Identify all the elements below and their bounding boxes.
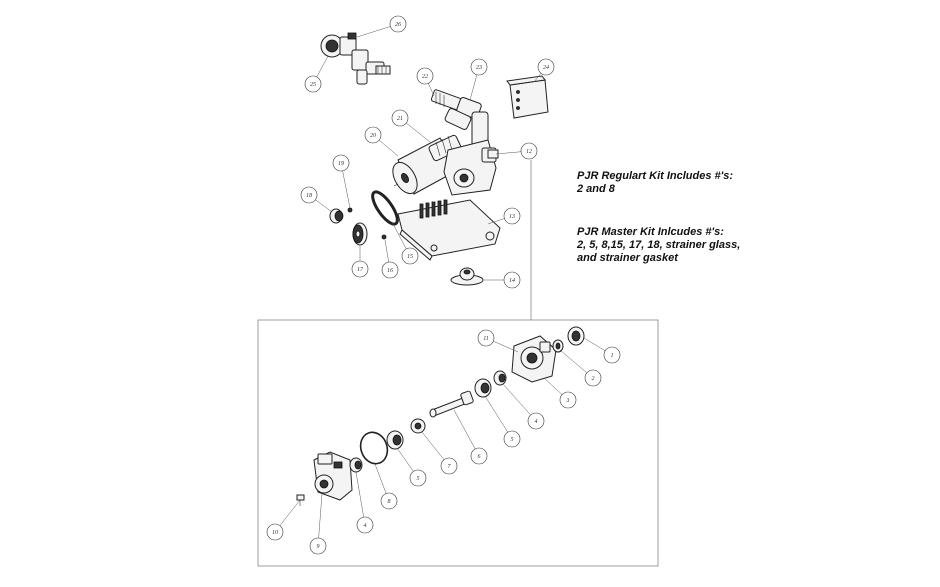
bearing-upper bbox=[474, 378, 492, 398]
callout-10: 10 bbox=[266, 523, 284, 541]
callout-5-upper: 5 bbox=[503, 430, 521, 448]
svg-text:26: 26 bbox=[395, 22, 401, 28]
master-kit-note: PJR Master Kit Inlcudes #'s: 2, 5, 8,15,… bbox=[577, 226, 740, 265]
bushing-lower bbox=[349, 457, 363, 473]
callout-15: 15 bbox=[401, 247, 419, 265]
svg-text:15: 15 bbox=[407, 254, 413, 260]
svg-text:17: 17 bbox=[357, 267, 364, 273]
callout-26: 26 bbox=[389, 15, 407, 33]
svg-text:10: 10 bbox=[272, 530, 278, 536]
pulley bbox=[352, 222, 368, 246]
callout-14: 14 bbox=[503, 271, 521, 289]
callout-24: 24 bbox=[537, 58, 555, 76]
svg-text:6: 6 bbox=[478, 454, 481, 460]
callout-25: 25 bbox=[304, 75, 322, 93]
callout-17: 17 bbox=[351, 260, 369, 278]
small-part-16 bbox=[381, 234, 387, 240]
callout-22: 22 bbox=[416, 67, 434, 85]
drive-shaft bbox=[429, 390, 474, 418]
callout-20: 20 bbox=[364, 126, 382, 144]
svg-text:22: 22 bbox=[422, 74, 428, 80]
svg-text:2: 2 bbox=[592, 376, 595, 382]
callout-7: 7 bbox=[440, 457, 458, 475]
svg-text:19: 19 bbox=[338, 161, 344, 167]
seal-ring bbox=[567, 326, 585, 346]
fitting-assembly bbox=[430, 89, 489, 147]
svg-text:9: 9 bbox=[317, 544, 320, 550]
detail-frame bbox=[257, 319, 659, 567]
callout-2: 2 bbox=[584, 369, 602, 387]
mounting-bracket bbox=[397, 199, 501, 261]
svg-text:1: 1 bbox=[611, 353, 614, 359]
callout-21: 21 bbox=[391, 109, 409, 127]
small-pulley bbox=[329, 208, 344, 224]
callout-3: 3 bbox=[559, 391, 577, 409]
callout-6: 6 bbox=[470, 447, 488, 465]
svg-text:5: 5 bbox=[417, 476, 420, 482]
valve-assembly bbox=[320, 32, 391, 85]
svg-text:16: 16 bbox=[387, 268, 393, 274]
o-ring bbox=[359, 431, 389, 465]
bushing-upper bbox=[493, 370, 507, 386]
svg-text:11: 11 bbox=[483, 336, 489, 342]
bracket-teeth bbox=[419, 199, 448, 219]
svg-text:4: 4 bbox=[364, 522, 367, 529]
svg-text:24: 24 bbox=[543, 64, 549, 71]
regular-kit-line: 2 and 8 bbox=[577, 183, 615, 195]
callout-11: 11 bbox=[477, 329, 495, 347]
drive-belt bbox=[371, 190, 399, 226]
svg-text:12: 12 bbox=[526, 149, 532, 155]
regular-kit-title: PJR Regulart Kit Includes #'s: bbox=[577, 170, 734, 182]
callout-13: 13 bbox=[503, 207, 521, 225]
svg-text:3: 3 bbox=[566, 398, 570, 404]
svg-text:20: 20 bbox=[370, 133, 376, 139]
svg-text:8: 8 bbox=[388, 499, 391, 505]
svg-text:25: 25 bbox=[310, 82, 316, 88]
callout-18: 18 bbox=[300, 186, 318, 204]
small-fitting bbox=[296, 494, 305, 506]
small-bearing bbox=[552, 339, 564, 353]
callout-bubbles: 26 25 22 23 24 21 20 12 13 19 18 15 16 1… bbox=[266, 15, 621, 555]
bearing-lower bbox=[386, 430, 404, 450]
svg-text:13: 13 bbox=[509, 214, 515, 220]
svg-text:5: 5 bbox=[511, 437, 514, 443]
master-kit-line-1: 2, 5, 8,15, 17, 18, strainer glass, bbox=[577, 239, 741, 251]
svg-text:21: 21 bbox=[397, 116, 403, 122]
callout-8: 8 bbox=[380, 492, 398, 510]
callout-23: 23 bbox=[470, 58, 488, 76]
svg-text:23: 23 bbox=[476, 65, 482, 71]
shaft-seal bbox=[410, 418, 426, 434]
callout-5-lower: 5 bbox=[409, 469, 427, 487]
svg-text:14: 14 bbox=[509, 277, 515, 284]
callout-1: 1 bbox=[603, 346, 621, 364]
small-part-19 bbox=[347, 207, 353, 213]
callout-19: 19 bbox=[332, 154, 350, 172]
master-kit-line-2: and strainer gasket bbox=[577, 252, 678, 264]
callout-4-lower: 4 bbox=[356, 516, 374, 534]
control-box bbox=[506, 75, 549, 119]
pump-housing-left bbox=[313, 451, 353, 501]
callout-9: 9 bbox=[309, 537, 327, 555]
svg-text:7: 7 bbox=[448, 464, 452, 470]
svg-text:4: 4 bbox=[535, 418, 538, 425]
pump-housing-right bbox=[511, 335, 557, 383]
callout-16: 16 bbox=[381, 261, 399, 279]
regular-kit-note: PJR Regulart Kit Includes #'s: 2 and 8 bbox=[577, 170, 733, 196]
rubber-mount bbox=[450, 267, 484, 286]
callout-4-upper: 4 bbox=[527, 412, 545, 430]
callout-12: 12 bbox=[520, 142, 538, 160]
svg-text:18: 18 bbox=[306, 193, 312, 199]
master-kit-title: PJR Master Kit Inlcudes #'s: bbox=[577, 226, 724, 238]
